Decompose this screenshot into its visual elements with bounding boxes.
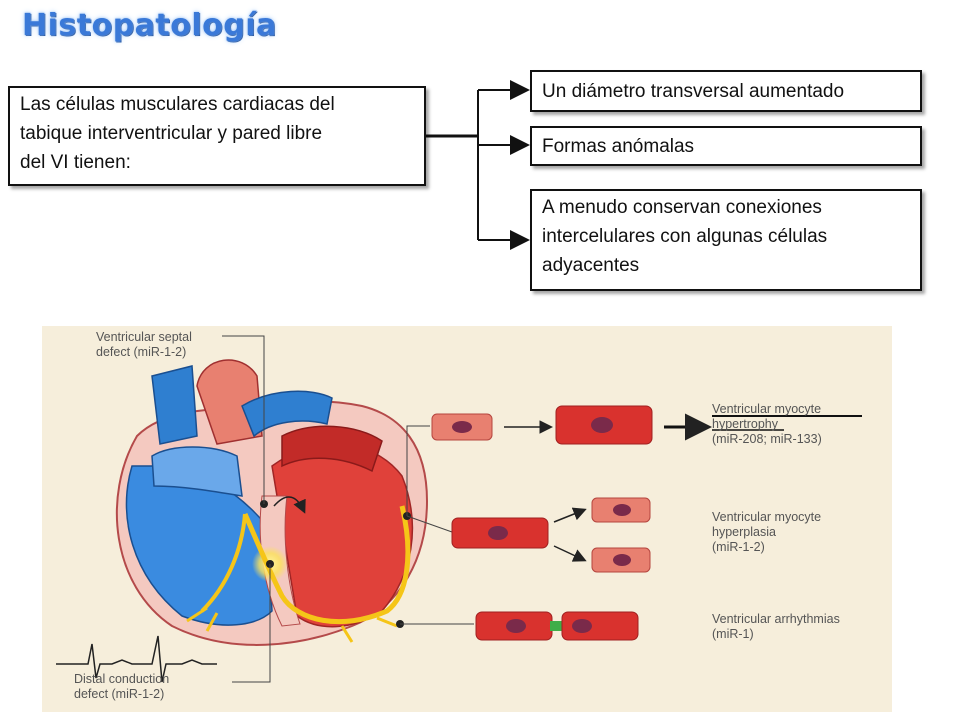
label-hyperplasia: Ventricular myocyte hyperplasia (miR-1-2… [712, 510, 821, 555]
leader-septal [222, 335, 265, 504]
leader-distal [232, 564, 271, 683]
left-atrium [281, 425, 383, 473]
arrow-to-daughter-2 [553, 545, 587, 562]
label-line: Distal conduction [74, 672, 170, 686]
source-box: Las células musculares cardiacas del tab… [8, 86, 426, 186]
label-line: Ventricular septal [96, 330, 192, 344]
label-line: Ventricular arrhythmias [712, 612, 840, 626]
purkinje-fibers [186, 606, 398, 643]
heart-illustration [56, 335, 862, 683]
leader-hypertrophy [406, 425, 430, 516]
source-line: Las células musculares cardiacas del [20, 94, 335, 115]
label-septal-defect: Ventricular septal defect (miR-1-2) [96, 330, 192, 360]
conduction-bundle [242, 505, 411, 625]
option-line: intercelulares con algunas células [542, 226, 828, 247]
option-box-diameter: Un diámetro transversal aumentado [530, 70, 922, 112]
label-hypertrophy: Ventricular myocyte hypertrophy (miR-208… [712, 402, 822, 447]
option-box-connections: A menudo conservan conexiones intercelul… [530, 189, 922, 291]
left-bundle-branch [200, 513, 247, 613]
nucleus [452, 421, 472, 433]
label-line: (miR-1-2) [712, 540, 765, 554]
label-line: Ventricular myocyte [712, 510, 822, 524]
label-line: defect (miR-1-2) [96, 345, 187, 359]
nucleus [488, 526, 508, 540]
heart-figure: Ventricular septal defect (miR-1-2) Dist… [42, 326, 892, 712]
source-line: tabique interventricular y pared libre [20, 123, 323, 144]
label-line: hyperplasia [712, 525, 776, 539]
nucleus [591, 417, 613, 433]
label-line: defect (miR-1-2) [74, 687, 165, 701]
label-line: Ventricular myocyte [712, 402, 822, 416]
myocyte-right [561, 611, 639, 641]
gap-junction [550, 621, 564, 631]
right-atrium [151, 446, 243, 497]
option-line: Formas anómalas [542, 136, 695, 157]
superior-vena-cava [151, 365, 198, 445]
label-arrhythmias: Ventricular arrhythmias (miR-1) [712, 612, 840, 642]
option-line: adyacentes [542, 255, 640, 276]
leader-hyperplasia [406, 515, 453, 533]
ecg-trace [56, 635, 217, 683]
label-distal-defect: Distal conduction defect (miR-1-2) [74, 672, 169, 702]
septal-flow-arrow [273, 496, 306, 514]
option-box-shapes: Formas anómalas [530, 126, 922, 166]
page-title: Histopatología [22, 8, 277, 43]
source-line: del VI tienen: [20, 152, 131, 173]
nucleus [613, 554, 631, 566]
option-line: A menudo conservan conexiones [542, 197, 822, 218]
nucleus [613, 504, 631, 516]
nucleus [506, 619, 526, 633]
nucleus [572, 619, 592, 633]
arrow-to-daughter-1 [553, 507, 587, 523]
label-line: (miR-208; miR-133) [712, 432, 822, 446]
label-line: hypertrophy [712, 417, 779, 431]
label-line: (miR-1) [712, 627, 754, 641]
option-line: Un diámetro transversal aumentado [542, 81, 845, 102]
